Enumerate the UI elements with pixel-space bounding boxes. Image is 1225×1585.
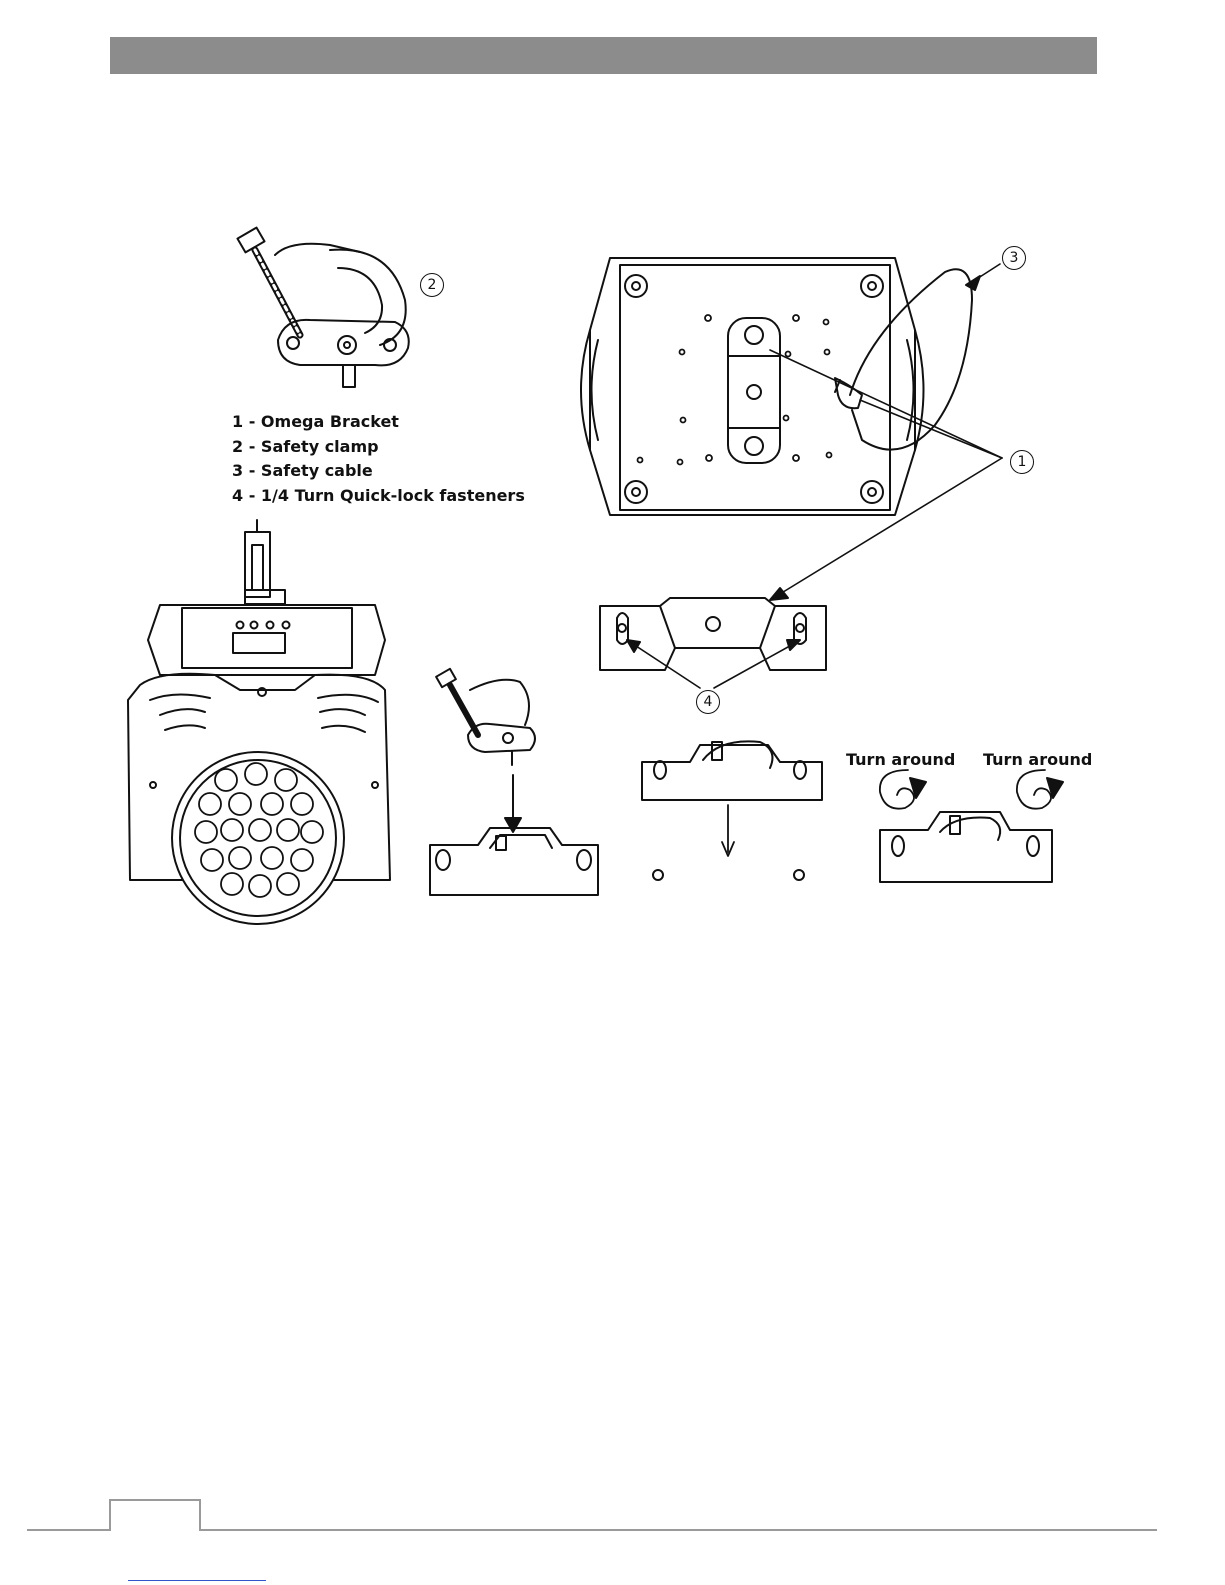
mounting-illustration [0,0,1225,1000]
clamp-to-bracket-step [430,669,598,895]
parts-legend: 1 - Omega Bracket 2 - Safety clamp 3 - S… [232,410,525,508]
fixture-base-top-view [581,258,1002,600]
moving-head-front-view [128,520,390,924]
footer-page-tab [109,1499,201,1531]
callout-4: 4 [696,690,720,714]
turn-around-label-left: Turn around [846,750,955,769]
callout-1: 1 [1010,450,1034,474]
legend-item-safety-cable: 3 - Safety cable [232,459,525,484]
bracket-removal-step [642,741,822,880]
callout-2: 2 [420,273,444,297]
turn-around-label-right: Turn around [983,750,1092,769]
legend-item-omega-bracket: 1 - Omega Bracket [232,410,525,435]
quarter-turn-step [880,770,1063,882]
legend-item-quick-lock-fasteners: 4 - 1/4 Turn Quick-lock fasteners [232,484,525,509]
legend-item-safety-clamp: 2 - Safety clamp [232,435,525,460]
safety-clamp-drawing [237,228,408,387]
callout-3: 3 [1002,246,1026,270]
omega-bracket-detail [600,598,826,688]
footer-link-underline[interactable] [128,1580,266,1581]
